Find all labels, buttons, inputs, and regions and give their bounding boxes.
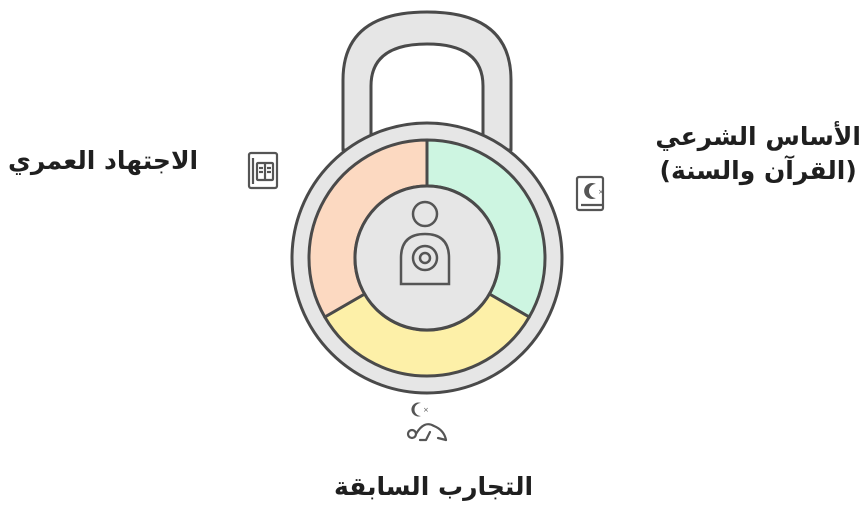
person-target-icon — [399, 200, 451, 286]
open-book-icon — [247, 151, 279, 190]
praying-person-icon: × — [406, 402, 448, 442]
label-experience: التجارب السابقة — [0, 470, 867, 504]
label-experience-line1: التجارب السابقة — [333, 472, 534, 501]
svg-text:×: × — [598, 188, 604, 196]
padlock-center — [353, 184, 501, 332]
label-shariah: الأساس الشرعي (القرآن والسنة) — [655, 120, 861, 188]
quran-book-icon: × — [575, 175, 605, 212]
label-shariah-line2: (القرآن والسنة) — [659, 155, 857, 185]
label-shariah-line1: الأساس الشرعي — [655, 122, 861, 151]
label-ijtihad-line1: الاجتهاد العمري — [8, 146, 199, 175]
svg-text:×: × — [423, 406, 429, 414]
label-ijtihad: الاجتهاد العمري — [8, 144, 198, 178]
padlock-shackle — [341, 10, 513, 152]
